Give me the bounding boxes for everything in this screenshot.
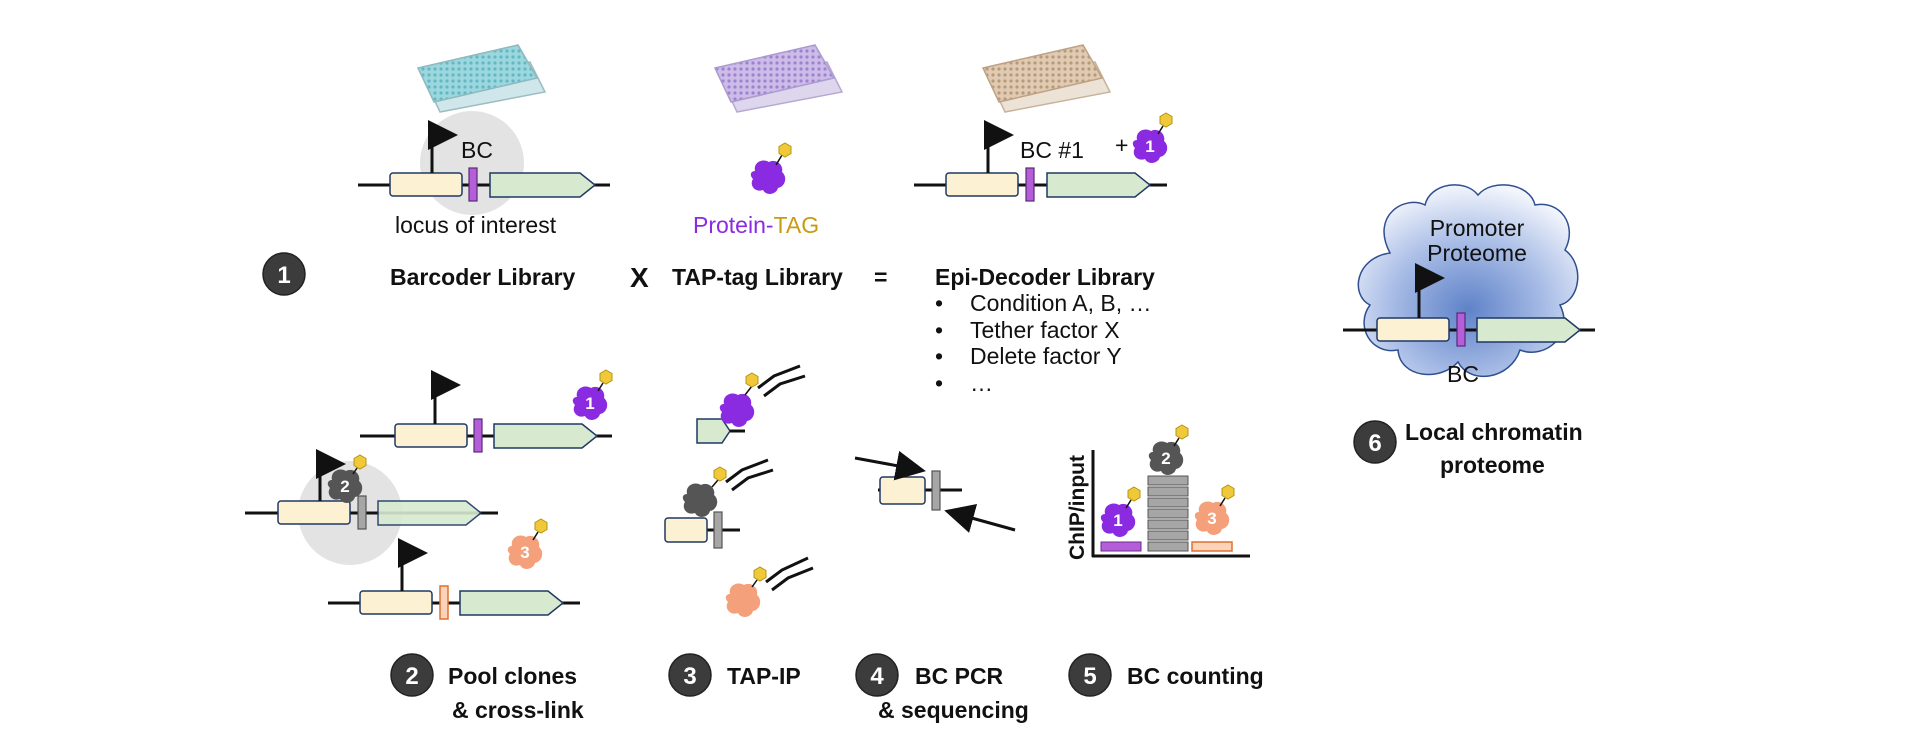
protein-1-icon: 1	[1100, 486, 1141, 537]
step-3-badge: 3	[668, 653, 712, 697]
protein-2-icon: 2	[1148, 424, 1189, 475]
tap-tag-library-label: TAP-tag Library	[672, 264, 843, 290]
bullet-item: …	[970, 370, 993, 396]
times-symbol: X	[630, 262, 649, 293]
step-5-label: BC counting	[1127, 663, 1264, 689]
step-4-label-line2: & sequencing	[878, 697, 1029, 723]
barcoder-plate-icon	[416, 44, 547, 113]
bullet-item: Condition A, B, …	[970, 290, 1152, 316]
pooled-clone-3	[328, 538, 580, 620]
bar-protein-1	[1100, 541, 1142, 552]
tap-ip-fragment-1	[696, 364, 806, 444]
svg-text:2: 2	[340, 477, 349, 496]
epi-decoder-bullet-list: • Condition A, B, … • Tether factor X • …	[935, 290, 1152, 396]
local-proteome-construct: BC	[1343, 263, 1595, 387]
svg-text:3: 3	[520, 543, 529, 562]
protein-2-icon: 2	[327, 454, 367, 503]
pooled-clone-1	[360, 370, 612, 453]
tss-arrow	[428, 120, 458, 173]
bar-protein-3	[1191, 541, 1233, 552]
epi-decoder-construct: BC #1 +	[914, 120, 1167, 202]
step-6-label-line2: proteome	[1440, 452, 1545, 478]
tap-ip-fragment-2	[664, 458, 774, 549]
protein-tag-icon	[750, 142, 792, 194]
svg-text:•: •	[935, 317, 943, 343]
plus-sign: +	[1115, 132, 1128, 158]
svg-text:3: 3	[1207, 509, 1216, 528]
svg-text:6: 6	[1368, 430, 1381, 457]
protein-tag-label: Protein-TAG	[693, 212, 819, 238]
step-4-label: BC PCR	[915, 663, 1004, 689]
promoter-proteome-cloud: Promoter Proteome	[1357, 184, 1579, 378]
epi-decoder-plate-icon	[981, 44, 1112, 113]
bullet-item: Tether factor X	[970, 317, 1120, 343]
bc1-label: BC #1	[1020, 137, 1084, 163]
svg-text:1: 1	[1113, 511, 1122, 530]
protein-1-icon: 1	[572, 369, 613, 420]
protein-1-icon: 1	[1132, 112, 1173, 163]
step-2-badge: 2	[390, 653, 434, 697]
svg-text:•: •	[935, 370, 943, 396]
equals-symbol: =	[874, 264, 887, 290]
svg-text:2: 2	[1161, 449, 1170, 468]
promoter-box	[389, 172, 463, 197]
step-6-label: Local chromatin	[1405, 419, 1583, 445]
chart-y-label: ChIP/input	[1066, 455, 1089, 560]
step-1-badge: 1	[262, 252, 306, 296]
svg-text:1: 1	[277, 262, 290, 289]
barcoder-construct: BC locus of interest	[358, 111, 610, 238]
cloud-label-promoter: Promoter	[1430, 215, 1525, 241]
bc-counting-chart: ChIP/input	[1066, 450, 1250, 560]
cloud-label-proteome: Proteome	[1427, 240, 1527, 266]
bullet-item: Delete factor Y	[970, 343, 1122, 369]
bc-label: BC	[461, 137, 493, 163]
step-2-label: Pool clones	[448, 663, 577, 689]
svg-text:4: 4	[870, 663, 884, 690]
forward-primer	[854, 450, 926, 481]
locus-label: locus of interest	[395, 212, 557, 238]
step-3-label: TAP-IP	[727, 663, 801, 689]
tap-tag-plate-icon	[713, 44, 844, 113]
count-bar-protein-2	[1147, 475, 1189, 552]
protein-3-icon: 3	[1194, 484, 1235, 535]
svg-text:1: 1	[585, 394, 594, 413]
barcode-bar	[468, 167, 478, 202]
step-4-badge: 4	[855, 653, 899, 697]
step-2-label-line2: & cross-link	[452, 697, 584, 723]
reverse-primer	[944, 503, 1016, 533]
step-6-badge: 6	[1353, 420, 1397, 464]
svg-text:2: 2	[405, 663, 418, 690]
svg-text:3: 3	[683, 663, 696, 690]
svg-text:•: •	[935, 290, 943, 316]
gene-arrow	[489, 172, 597, 198]
tap-ip-fragment-3	[725, 556, 814, 617]
protein-3-icon: 3	[507, 518, 548, 569]
step-5-badge: 5	[1068, 653, 1112, 697]
svg-text:•: •	[935, 343, 943, 369]
bc-pcr-fragment	[854, 450, 1016, 533]
step6-bc-label: BC	[1447, 361, 1479, 387]
barcoder-library-label: Barcoder Library	[390, 264, 576, 290]
svg-text:1: 1	[1145, 137, 1154, 156]
pooled-clone-2	[245, 449, 498, 565]
svg-text:5: 5	[1083, 663, 1096, 690]
epi-decoder-library-label: Epi-Decoder Library	[935, 264, 1155, 290]
